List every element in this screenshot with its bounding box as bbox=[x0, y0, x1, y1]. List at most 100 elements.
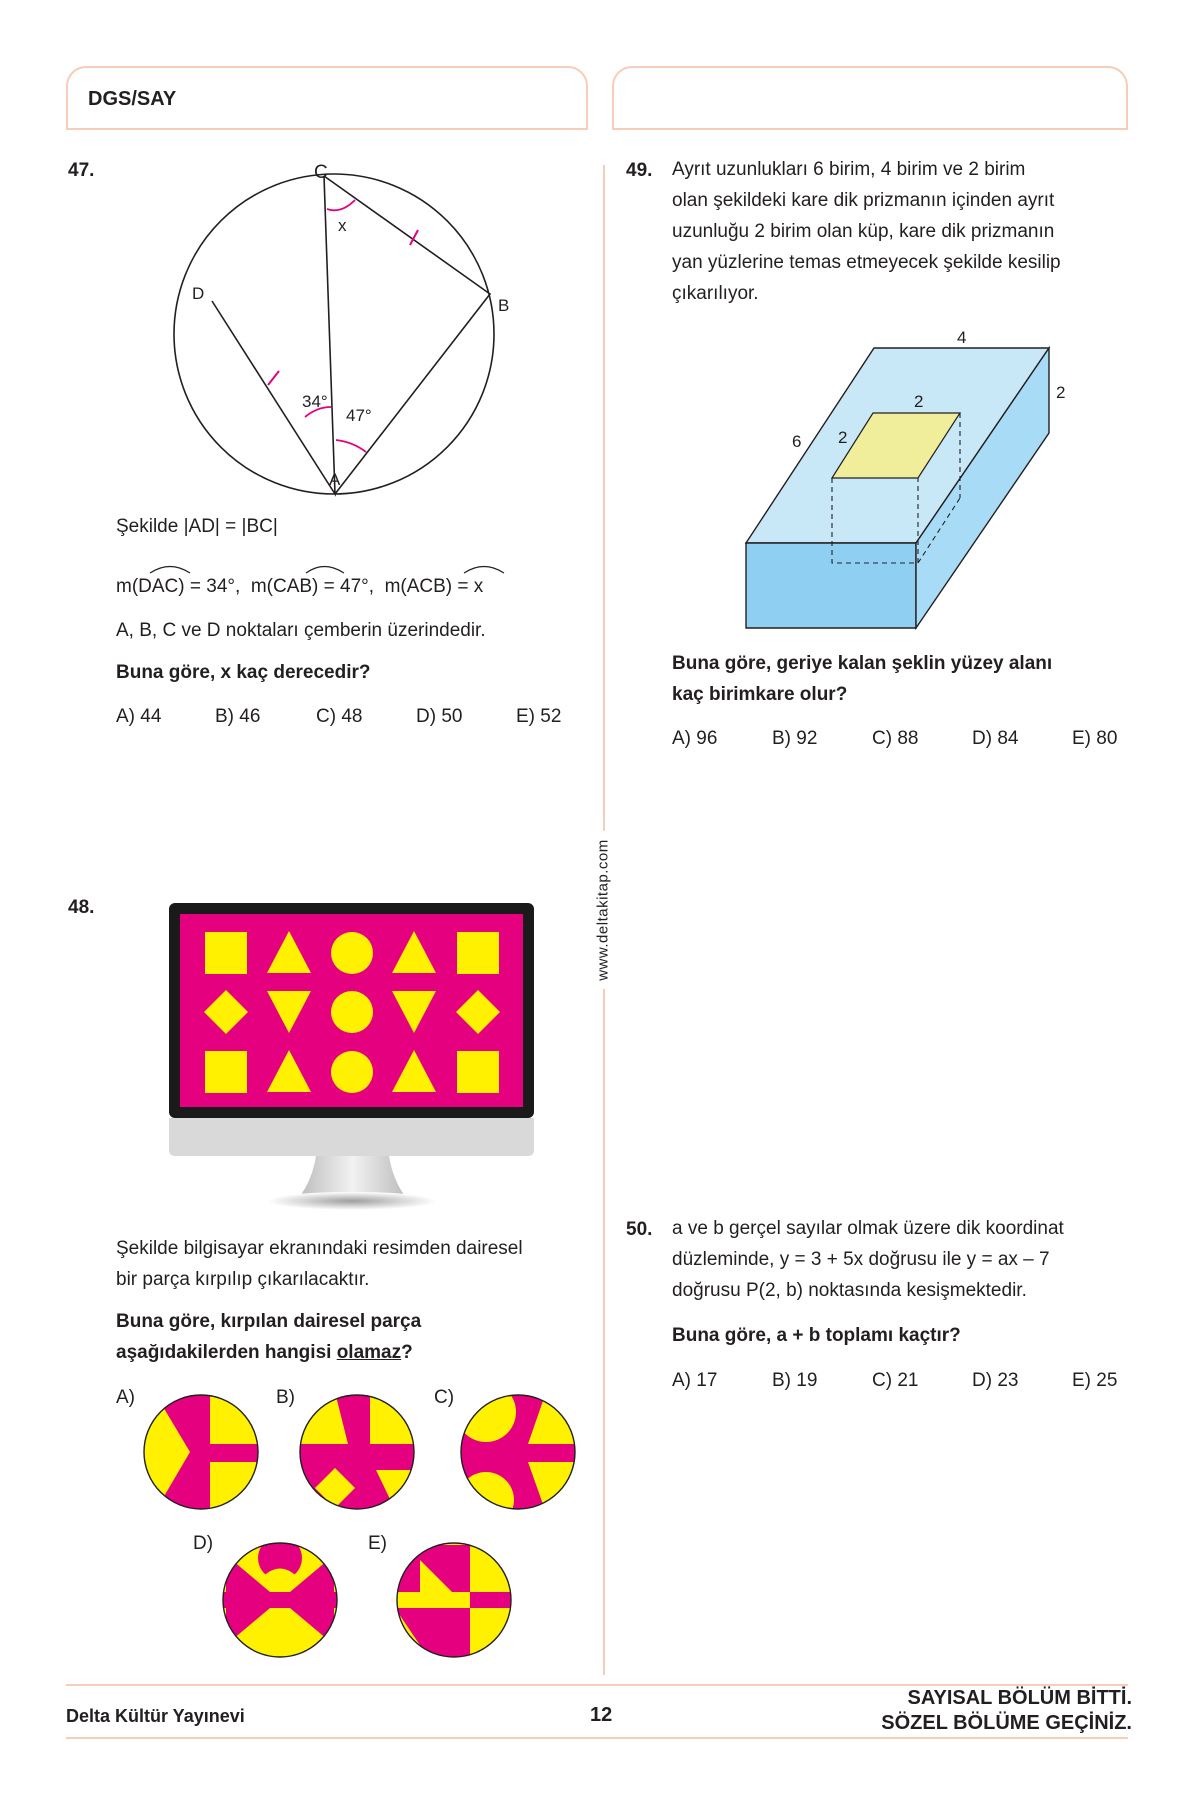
q47-arc-dac bbox=[149, 565, 191, 574]
q49-option-d[interactable]: D) 84 bbox=[972, 728, 1019, 749]
q49-dim-cube-top: 2 bbox=[914, 392, 924, 411]
q49-dim-left: 6 bbox=[792, 432, 802, 451]
q49-dim-right: 2 bbox=[1056, 383, 1066, 402]
q47-number: 47. bbox=[68, 160, 95, 181]
q48-shape-triangle bbox=[392, 931, 436, 973]
q50-text-1: a ve b gerçel sayılar olmak üzere dik ko… bbox=[672, 1218, 1064, 1239]
q47-option-b[interactable]: B) 46 bbox=[215, 706, 261, 727]
q48-question2-underline: olamaz bbox=[336, 1342, 402, 1363]
q48-shape-square bbox=[205, 932, 247, 974]
header-box-left bbox=[66, 66, 588, 128]
footer-publisher: Delta Kültür Yayınevi bbox=[66, 1706, 245, 1726]
q47-line1: Şekilde |AD| = |BC| bbox=[116, 516, 278, 537]
q47-label-x: x bbox=[338, 216, 347, 235]
q48-shape-square bbox=[457, 932, 499, 974]
q49-option-b[interactable]: B) 92 bbox=[772, 728, 818, 749]
q47-option-c[interactable]: C) 48 bbox=[316, 706, 363, 727]
q49-text-4: yan yüzlerine temas etmeyecek şekilde ke… bbox=[672, 252, 1061, 273]
q49-dim-top: 4 bbox=[957, 328, 967, 347]
q48-option-d-disk bbox=[223, 1543, 337, 1657]
q49-hidden-edges bbox=[831, 478, 919, 564]
q48-question2a: aşağıdakilerden hangisi bbox=[116, 1342, 337, 1363]
q49-dim-cube-left: 2 bbox=[838, 428, 848, 447]
q49-text-1: Ayrıt uzunlukları 6 birim, 4 birim ve 2 … bbox=[672, 159, 1026, 180]
q49-option-e[interactable]: E) 80 bbox=[1072, 728, 1118, 749]
q49-number: 49. bbox=[626, 160, 653, 181]
q49-text-3: uzunluğu 2 birim olan küp, kare dik priz… bbox=[672, 221, 1055, 242]
q48-shape-square bbox=[457, 1051, 499, 1093]
q47-line2: m(DAC) = 34°, m(CAB) = 47°, m(ACB) = x bbox=[116, 576, 484, 597]
q47-label-a: A bbox=[329, 470, 341, 489]
footer-note-2: SÖZEL BÖLÜME GEÇİNİZ. bbox=[881, 1712, 1132, 1734]
q48-option-e-letter[interactable]: E) bbox=[368, 1533, 387, 1554]
header-line-left bbox=[66, 128, 588, 130]
q50-number: 50. bbox=[626, 1219, 653, 1240]
q49-option-c[interactable]: C) 88 bbox=[872, 728, 919, 749]
q50-question: Buna göre, a + b toplamı kaçtır? bbox=[672, 1325, 961, 1346]
q49-question1: Buna göre, geriye kalan şeklin yüzey ala… bbox=[672, 653, 1053, 674]
q48-shape-circle bbox=[331, 1051, 373, 1093]
q48-question2: aşağıdakilerden hangisi olamaz? bbox=[116, 1337, 413, 1368]
q48-monitor-chin bbox=[169, 1118, 534, 1156]
q47-tick-ad bbox=[267, 370, 280, 386]
q49-hidden-edge-right bbox=[917, 497, 961, 564]
q47-label-c: C bbox=[314, 162, 328, 183]
footer-page-number: 12 bbox=[590, 1704, 613, 1726]
q48-shape-triangle-down bbox=[392, 991, 436, 1033]
q49-prism-front bbox=[745, 542, 917, 629]
header-title: DGS/SAY bbox=[88, 88, 177, 110]
q47-angle-x bbox=[326, 199, 356, 212]
q49-prism-right bbox=[915, 345, 1050, 631]
q48-text1: Şekilde bilgisayar ekranındaki resimden … bbox=[116, 1238, 523, 1259]
q47-circle bbox=[173, 173, 495, 495]
q47-question: Buna göre, x kaç derecedir? bbox=[116, 662, 371, 683]
q50-text-3: doğrusu P(2, b) noktasında kesişmektedir… bbox=[672, 1280, 1027, 1301]
q47-tick-bc bbox=[409, 229, 419, 246]
q47-options: A) 44 B) 46 C) 48 D) 50 E) 52 bbox=[116, 706, 561, 728]
q48-option-d-letter[interactable]: D) bbox=[193, 1533, 214, 1554]
q47-label-d: D bbox=[192, 284, 205, 303]
q50-option-e[interactable]: E) 25 bbox=[1072, 1370, 1118, 1391]
q49-option-a[interactable]: A) 96 bbox=[672, 728, 718, 749]
footer-line-top bbox=[66, 1684, 1128, 1686]
q48-shape-triangle bbox=[267, 1050, 311, 1092]
q48-monitor-base bbox=[267, 1192, 437, 1210]
q48-shape-triangle bbox=[392, 1050, 436, 1092]
q47-angle-34 bbox=[304, 406, 332, 418]
q50-option-c[interactable]: C) 21 bbox=[872, 1370, 919, 1391]
q47-arc-acb bbox=[463, 565, 505, 574]
q50-options: A) 17 B) 19 C) 21 D) 23 E) 25 bbox=[672, 1370, 1117, 1392]
footer-note: SAYISAL BÖLÜM BİTTİ. SÖZEL BÖLÜME GEÇİNİ… bbox=[881, 1686, 1132, 1736]
q50-text-2: düzleminde, y = 3 + 5x doğrusu ile y = a… bbox=[672, 1249, 1050, 1270]
q48-text2: bir parça kırpılıp çıkarılacaktır. bbox=[116, 1269, 370, 1290]
q48-option-c-letter[interactable]: C) bbox=[434, 1387, 455, 1408]
q48-question2b: ? bbox=[401, 1342, 413, 1363]
q47-chord-cb bbox=[323, 175, 492, 495]
q47-option-a[interactable]: A) 44 bbox=[116, 706, 162, 727]
q48-monitor-neck bbox=[300, 1156, 405, 1196]
q48-shape-diamond bbox=[204, 990, 248, 1034]
q50-option-a[interactable]: A) 17 bbox=[672, 1370, 718, 1391]
q47-label-47: 47° bbox=[346, 406, 372, 425]
footer-line-bottom bbox=[66, 1737, 1128, 1739]
q47-option-d[interactable]: D) 50 bbox=[416, 706, 463, 727]
q47-option-e[interactable]: E) 52 bbox=[516, 706, 562, 727]
q48-option-a-letter[interactable]: A) bbox=[116, 1387, 135, 1408]
q48-shape-triangle-down bbox=[267, 991, 311, 1033]
q48-shape-square bbox=[205, 1051, 247, 1093]
q48-number: 48. bbox=[68, 897, 95, 918]
header-line-right bbox=[612, 128, 1128, 130]
q50-option-d[interactable]: D) 23 bbox=[972, 1370, 1019, 1391]
q48-shape-circle bbox=[331, 991, 373, 1033]
q49-options: A) 96 B) 92 C) 88 D) 84 E) 80 bbox=[672, 728, 1117, 750]
q47-label-b: B bbox=[498, 296, 510, 315]
q47-label-34: 34° bbox=[302, 392, 328, 411]
q48-option-b-letter[interactable]: B) bbox=[276, 1387, 295, 1408]
q50-option-b[interactable]: B) 19 bbox=[772, 1370, 818, 1391]
q47-angle-47 bbox=[335, 439, 367, 453]
